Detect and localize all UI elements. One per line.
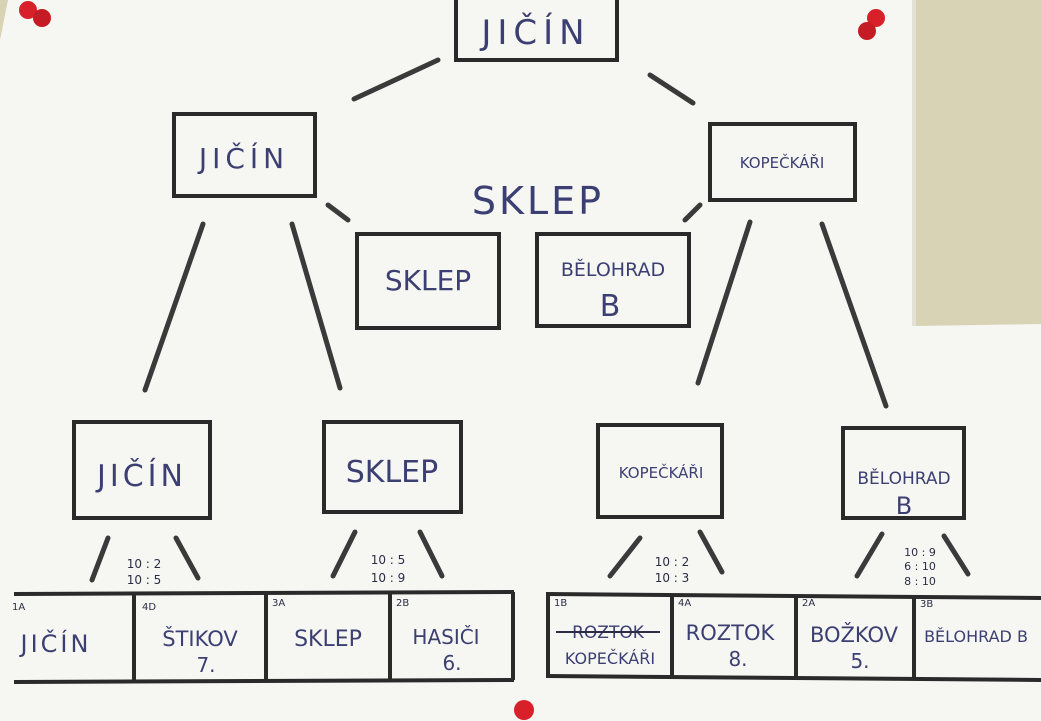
team-rank: 8. (728, 647, 747, 671)
quarterfinal-1-score: 10 : 2 (127, 557, 162, 571)
connector-line (607, 535, 643, 579)
third-place-box-a (355, 232, 501, 330)
connector-line (819, 221, 889, 409)
quarterfinal-box-2 (322, 420, 463, 514)
pin-bottom (514, 700, 534, 720)
quarterfinal-3-score: 10 : 3 (655, 571, 690, 585)
semifinal-right-label: KOPEČKÁŘI (740, 153, 825, 172)
team-seed: 1B (554, 598, 567, 609)
quarterfinal-2-score: 10 : 9 (371, 571, 406, 585)
pin-top-left (19, 1, 51, 27)
quarterfinal-3-score: 10 : 2 (655, 555, 690, 569)
paper-shadow (912, 0, 916, 326)
connector-line (351, 57, 441, 102)
semifinal-right-box (708, 122, 857, 202)
team-name: KOPEČKÁŘI (565, 649, 655, 668)
team-seed: 3A (272, 598, 285, 609)
quarterfinal-4-label-line1: BĚLOHRAD (857, 467, 950, 489)
connector-line (854, 531, 885, 579)
team-name: BĚLOHRAD B (924, 627, 1028, 646)
quarterfinal-box-3 (596, 423, 724, 519)
team-seed: 3B (920, 599, 933, 610)
team-seed: 4D (142, 602, 156, 613)
quarterfinal-4-score: 10 : 9 (904, 546, 936, 559)
pin-top-right (858, 9, 885, 40)
team-name: JIČÍN (19, 628, 92, 658)
connector-line (330, 529, 358, 579)
quarterfinal-1-score: 10 : 5 (127, 573, 162, 587)
root-label: JIČÍN (479, 12, 590, 53)
connector-line (325, 202, 351, 223)
table-line-top-right (545, 592, 1041, 600)
team-seed: 2A (802, 598, 815, 609)
connector-line (697, 529, 725, 575)
root-box (454, 0, 619, 62)
third-place-team-b-line2: B (600, 289, 621, 324)
quarterfinal-1-label: JIČÍN (95, 457, 187, 494)
third-place-box-b (535, 232, 691, 328)
team-name: SKLEP (294, 627, 362, 652)
team-seed: 2B (396, 598, 409, 609)
semifinal-left-box (172, 112, 317, 198)
quarterfinal-box-4 (841, 426, 966, 520)
team-name: HASIČI (412, 625, 479, 649)
table-line-bottom-right (545, 674, 1041, 682)
quarterfinal-3-label: KOPEČKÁŘI (619, 463, 704, 482)
connector-line (142, 221, 206, 393)
connector-line (173, 535, 201, 581)
team-rank: 6. (442, 651, 461, 675)
team-seed: 1A (12, 602, 25, 613)
semifinal-left-label: JIČÍN (197, 141, 289, 175)
team-name: ŠTIKOV (162, 626, 238, 651)
table-line-bottom-left (13, 678, 515, 684)
team-name: ROZTOK (686, 621, 776, 645)
quarterfinal-box-1 (72, 420, 212, 520)
quarterfinal-2-label: SKLEP (346, 455, 438, 490)
connector-line (647, 72, 696, 106)
third-place-team-a: SKLEP (385, 264, 471, 297)
quarterfinal-4-score: 6 : 10 (904, 560, 936, 573)
quarterfinal-4-label-line2: B (896, 492, 912, 520)
connector-line (682, 202, 703, 223)
team-rank: 5. (850, 649, 869, 673)
team-name: BOŽKOV (810, 622, 899, 647)
connector-line (695, 219, 753, 386)
team-seed: 4A (678, 598, 691, 609)
connector-line (941, 533, 971, 577)
third-place-title: SKLEP (472, 179, 604, 223)
quarterfinal-4-score: 8 : 10 (904, 575, 936, 588)
connector-line (289, 221, 343, 391)
connector-line (417, 529, 445, 579)
third-place-team-b-line1: BĚLOHRAD (561, 258, 665, 281)
connector-line (89, 535, 111, 583)
quarterfinal-2-score: 10 : 5 (371, 553, 406, 567)
team-rank: 7. (196, 653, 215, 677)
table-line-top-left (13, 590, 515, 596)
